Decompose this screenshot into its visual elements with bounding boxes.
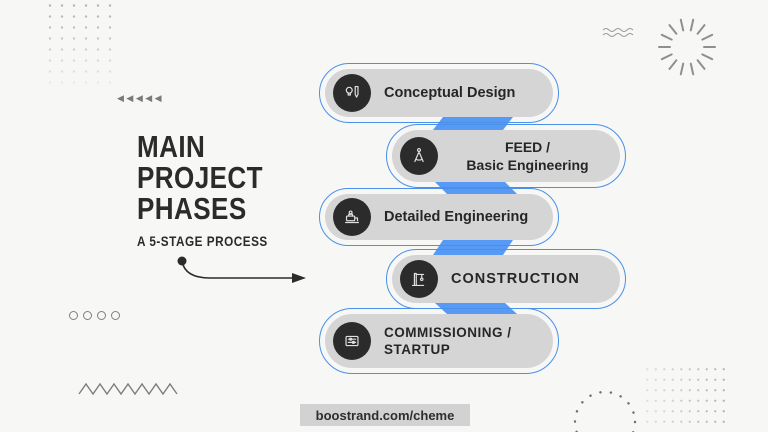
- page-title: PROJECT: [137, 160, 263, 195]
- zigzag-line-icon: [78, 382, 178, 396]
- sketch-idea-icon: [333, 74, 371, 112]
- wavy-lines-icon: [602, 28, 634, 37]
- stage-label: CONSTRUCTION: [451, 271, 580, 287]
- stage-conceptual-design: Conceptual Design: [319, 63, 559, 123]
- machinery-icon: [333, 198, 371, 236]
- footer-url: boostrand.com/cheme: [315, 407, 455, 423]
- triangle-arrows-icon: ◀◀◀◀◀: [117, 93, 165, 103]
- stage-pill: COMMISSIONING / STARTUP: [325, 314, 553, 368]
- dotted-circle-icon: [573, 390, 637, 432]
- circle-row-decoration: [69, 311, 120, 320]
- ring-icon: [97, 311, 106, 320]
- page-subtitle: A 5-STAGE PROCESS: [137, 233, 268, 249]
- crane-icon: [400, 260, 438, 298]
- stage-pill: Detailed Engineering: [325, 194, 553, 240]
- ring-icon: [69, 311, 78, 320]
- stage-label: COMMISSIONING / STARTUP: [384, 325, 512, 357]
- stage-label: Conceptual Design: [384, 85, 516, 101]
- ring-icon: [111, 311, 120, 320]
- title-block: MAIN PROJECT PHASES A 5-STAGE PROCESS: [137, 131, 268, 249]
- stage-outline: [319, 308, 559, 374]
- stage-label: FEED / Basic Engineering: [466, 139, 589, 173]
- stage-outline: [319, 63, 559, 123]
- drafting-compass-icon: [400, 137, 438, 175]
- stage-label: Detailed Engineering: [384, 209, 529, 225]
- curved-arrow-icon: [177, 256, 306, 283]
- starburst-icon: [658, 18, 716, 76]
- page-title: MAIN: [137, 129, 206, 164]
- ring-icon: [83, 311, 92, 320]
- control-panel-icon: [333, 322, 371, 360]
- stage-construction: CONSTRUCTION: [386, 249, 626, 309]
- stage-pill: FEED / Basic Engineering: [392, 130, 620, 182]
- stage-pill: CONSTRUCTION: [392, 255, 620, 303]
- footer-url-bar: boostrand.com/cheme: [300, 404, 470, 426]
- dot-grid-top-left: [44, 0, 118, 88]
- stage-commissioning-startup: COMMISSIONING / STARTUP: [319, 308, 559, 374]
- dot-grid-bottom-right: [643, 364, 731, 430]
- stage-pill: Conceptual Design: [325, 69, 553, 117]
- page-title: PHASES: [137, 191, 247, 226]
- stage-detailed-engineering: Detailed Engineering: [319, 188, 559, 246]
- stage-feed-basic-engineering: FEED / Basic Engineering: [386, 124, 626, 188]
- stage-outline: [319, 188, 559, 246]
